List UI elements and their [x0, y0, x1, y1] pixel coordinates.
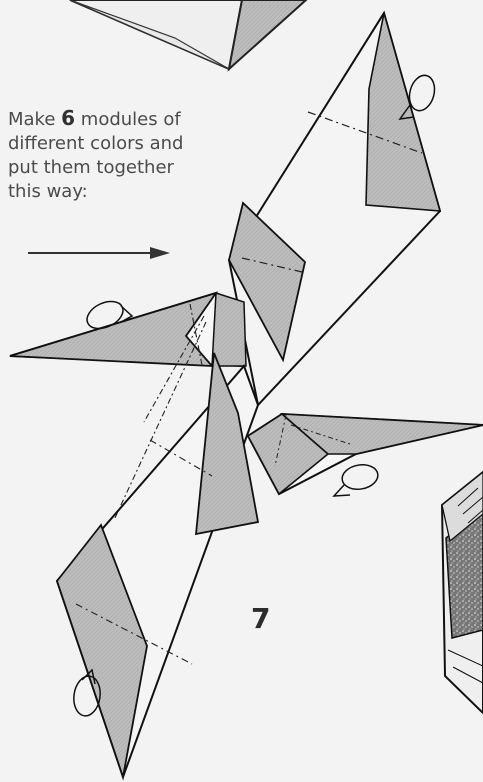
module-upper-right [229, 13, 440, 405]
arrow-right-icon [28, 247, 170, 259]
instruction-line-4: this way: [8, 180, 228, 204]
assembly-instructions: Make 6 modules of different colors and p… [8, 106, 228, 204]
instruction-line-3: put them together [8, 156, 228, 180]
module-count: 6 [61, 106, 75, 130]
assembled-cube-preview [442, 472, 483, 713]
instruction-line-1: Make 6 modules of [8, 106, 228, 132]
instruction-suffix: modules of [75, 109, 181, 130]
instruction-line-2: different colors and [8, 132, 228, 156]
step-number: 7 [251, 599, 291, 639]
instruction-prefix: Make [8, 109, 61, 130]
top-partial-module [70, 0, 306, 69]
module-lower-left [57, 322, 258, 777]
module-right-lower [248, 414, 483, 494]
